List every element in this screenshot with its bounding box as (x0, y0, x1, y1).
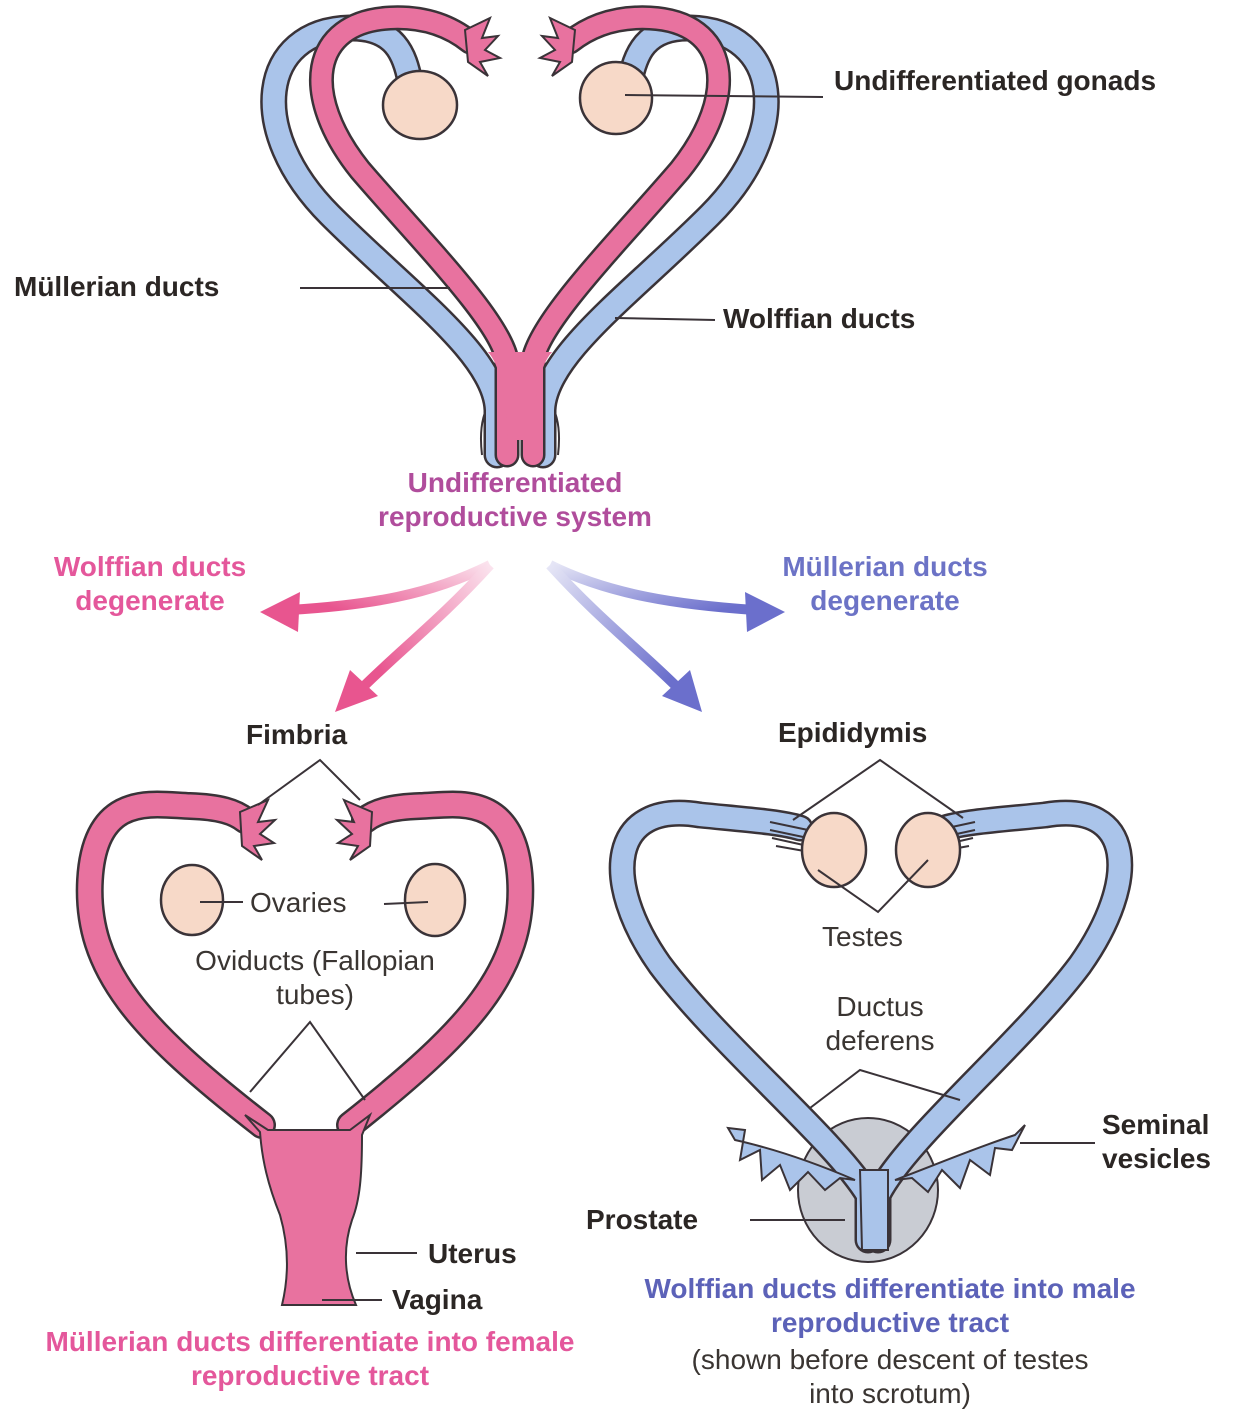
label-ductus-deferens: Ductus deferens (790, 990, 970, 1058)
gonad-right (580, 62, 652, 134)
ovary-right (405, 864, 465, 936)
label-oviducts: Oviducts (Fallopian tubes) (170, 944, 460, 1012)
testis-right (896, 813, 960, 887)
gonad-left (383, 71, 457, 139)
label-male-note: (shown before descent of testes into scr… (690, 1343, 1090, 1411)
testis-left (802, 813, 866, 887)
label-prostate: Prostate (586, 1203, 698, 1237)
label-female-caption: Müllerian ducts differentiate into femal… (40, 1325, 580, 1393)
label-fimbria: Fimbria (246, 718, 347, 752)
label-vagina: Vagina (392, 1283, 482, 1317)
mullerian-ducts-top (321, 18, 718, 455)
label-mullerian-degenerate: Müllerian ducts degenerate (780, 550, 990, 618)
label-ovaries: Ovaries (250, 886, 346, 920)
label-uterus: Uterus (428, 1237, 517, 1271)
label-male-caption: Wolffian ducts differentiate into male r… (630, 1272, 1150, 1340)
label-wolffian-degenerate: Wolffian ducts degenerate (40, 550, 260, 618)
arrow-left (260, 565, 490, 712)
label-gonads: Undifferentiated gonads (834, 64, 1156, 98)
female-tract (90, 760, 521, 1305)
ovary-left (161, 865, 223, 935)
label-epididymis: Epididymis (778, 716, 927, 750)
label-mullerian-ducts: Müllerian ducts (14, 270, 219, 304)
label-testes: Testes (822, 920, 903, 954)
uterus-shape (245, 1115, 370, 1305)
undifferentiated-system (274, 18, 823, 455)
arrow-right (550, 565, 785, 712)
label-undifferentiated-system: Undifferentiated reproductive system (330, 466, 700, 534)
label-seminal-vesicles: Seminal vesicles (1102, 1108, 1252, 1176)
label-wolffian-ducts: Wolffian ducts (723, 302, 915, 336)
